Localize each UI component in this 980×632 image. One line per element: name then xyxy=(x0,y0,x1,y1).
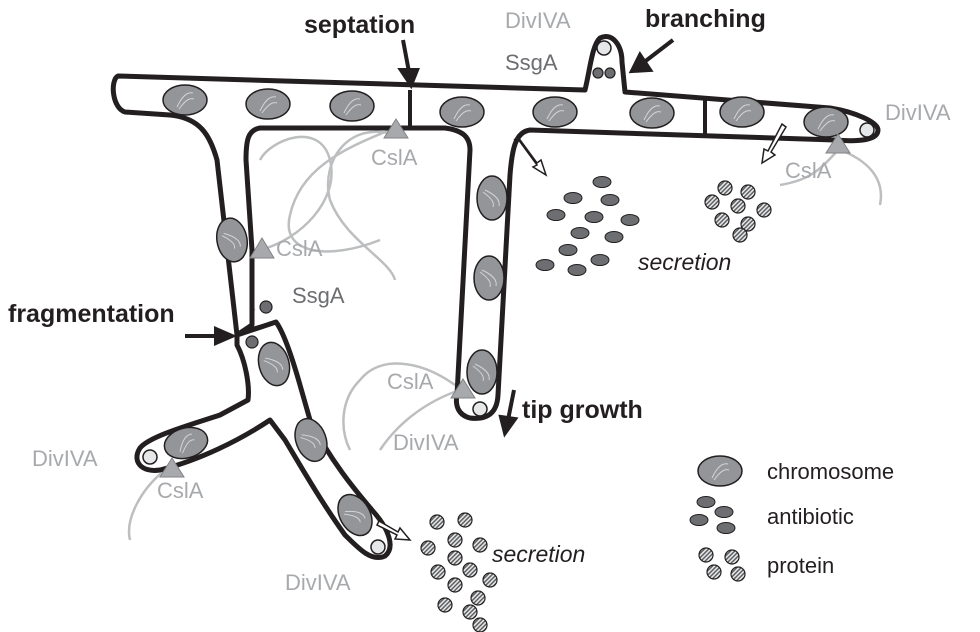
label-fragmentation: fragmentation xyxy=(8,300,175,328)
label-tip-growth: tip growth xyxy=(522,396,643,424)
label-cslA-5: CslA xyxy=(157,478,204,503)
label-divIVA-bottom: DivIVA xyxy=(285,570,351,595)
label-branching: branching xyxy=(645,5,766,33)
protein-cluster-1 xyxy=(705,181,771,242)
label-divIVA-top: DivIVA xyxy=(505,8,571,33)
label-ssgA-top: SsgA xyxy=(505,50,558,75)
label-divIVA-mid: DivIVA xyxy=(393,430,459,455)
legend-antibiotic-label: antibiotic xyxy=(767,504,854,529)
label-septation: septation xyxy=(304,11,415,39)
legend-chromosome-label: chromosome xyxy=(767,459,894,484)
legend-symbols xyxy=(690,456,745,581)
label-secretion-1: secretion xyxy=(638,249,731,275)
label-divIVA-right: DivIVA xyxy=(885,100,951,125)
label-ssgA-mid: SsgA xyxy=(292,283,345,308)
antibiotic-cluster xyxy=(536,177,639,276)
label-cslA-3: CslA xyxy=(276,236,323,261)
protein-cluster-2 xyxy=(421,513,497,632)
label-cslA-2: CslA xyxy=(785,158,832,183)
label-cslA-4: CslA xyxy=(387,369,434,394)
legend-protein-label: protein xyxy=(767,553,834,578)
label-cslA-1: CslA xyxy=(371,145,418,170)
label-divIVA-left: DivIVA xyxy=(32,446,98,471)
legend-chromosome-icon xyxy=(698,456,742,486)
label-secretion-2: secretion xyxy=(492,541,585,567)
